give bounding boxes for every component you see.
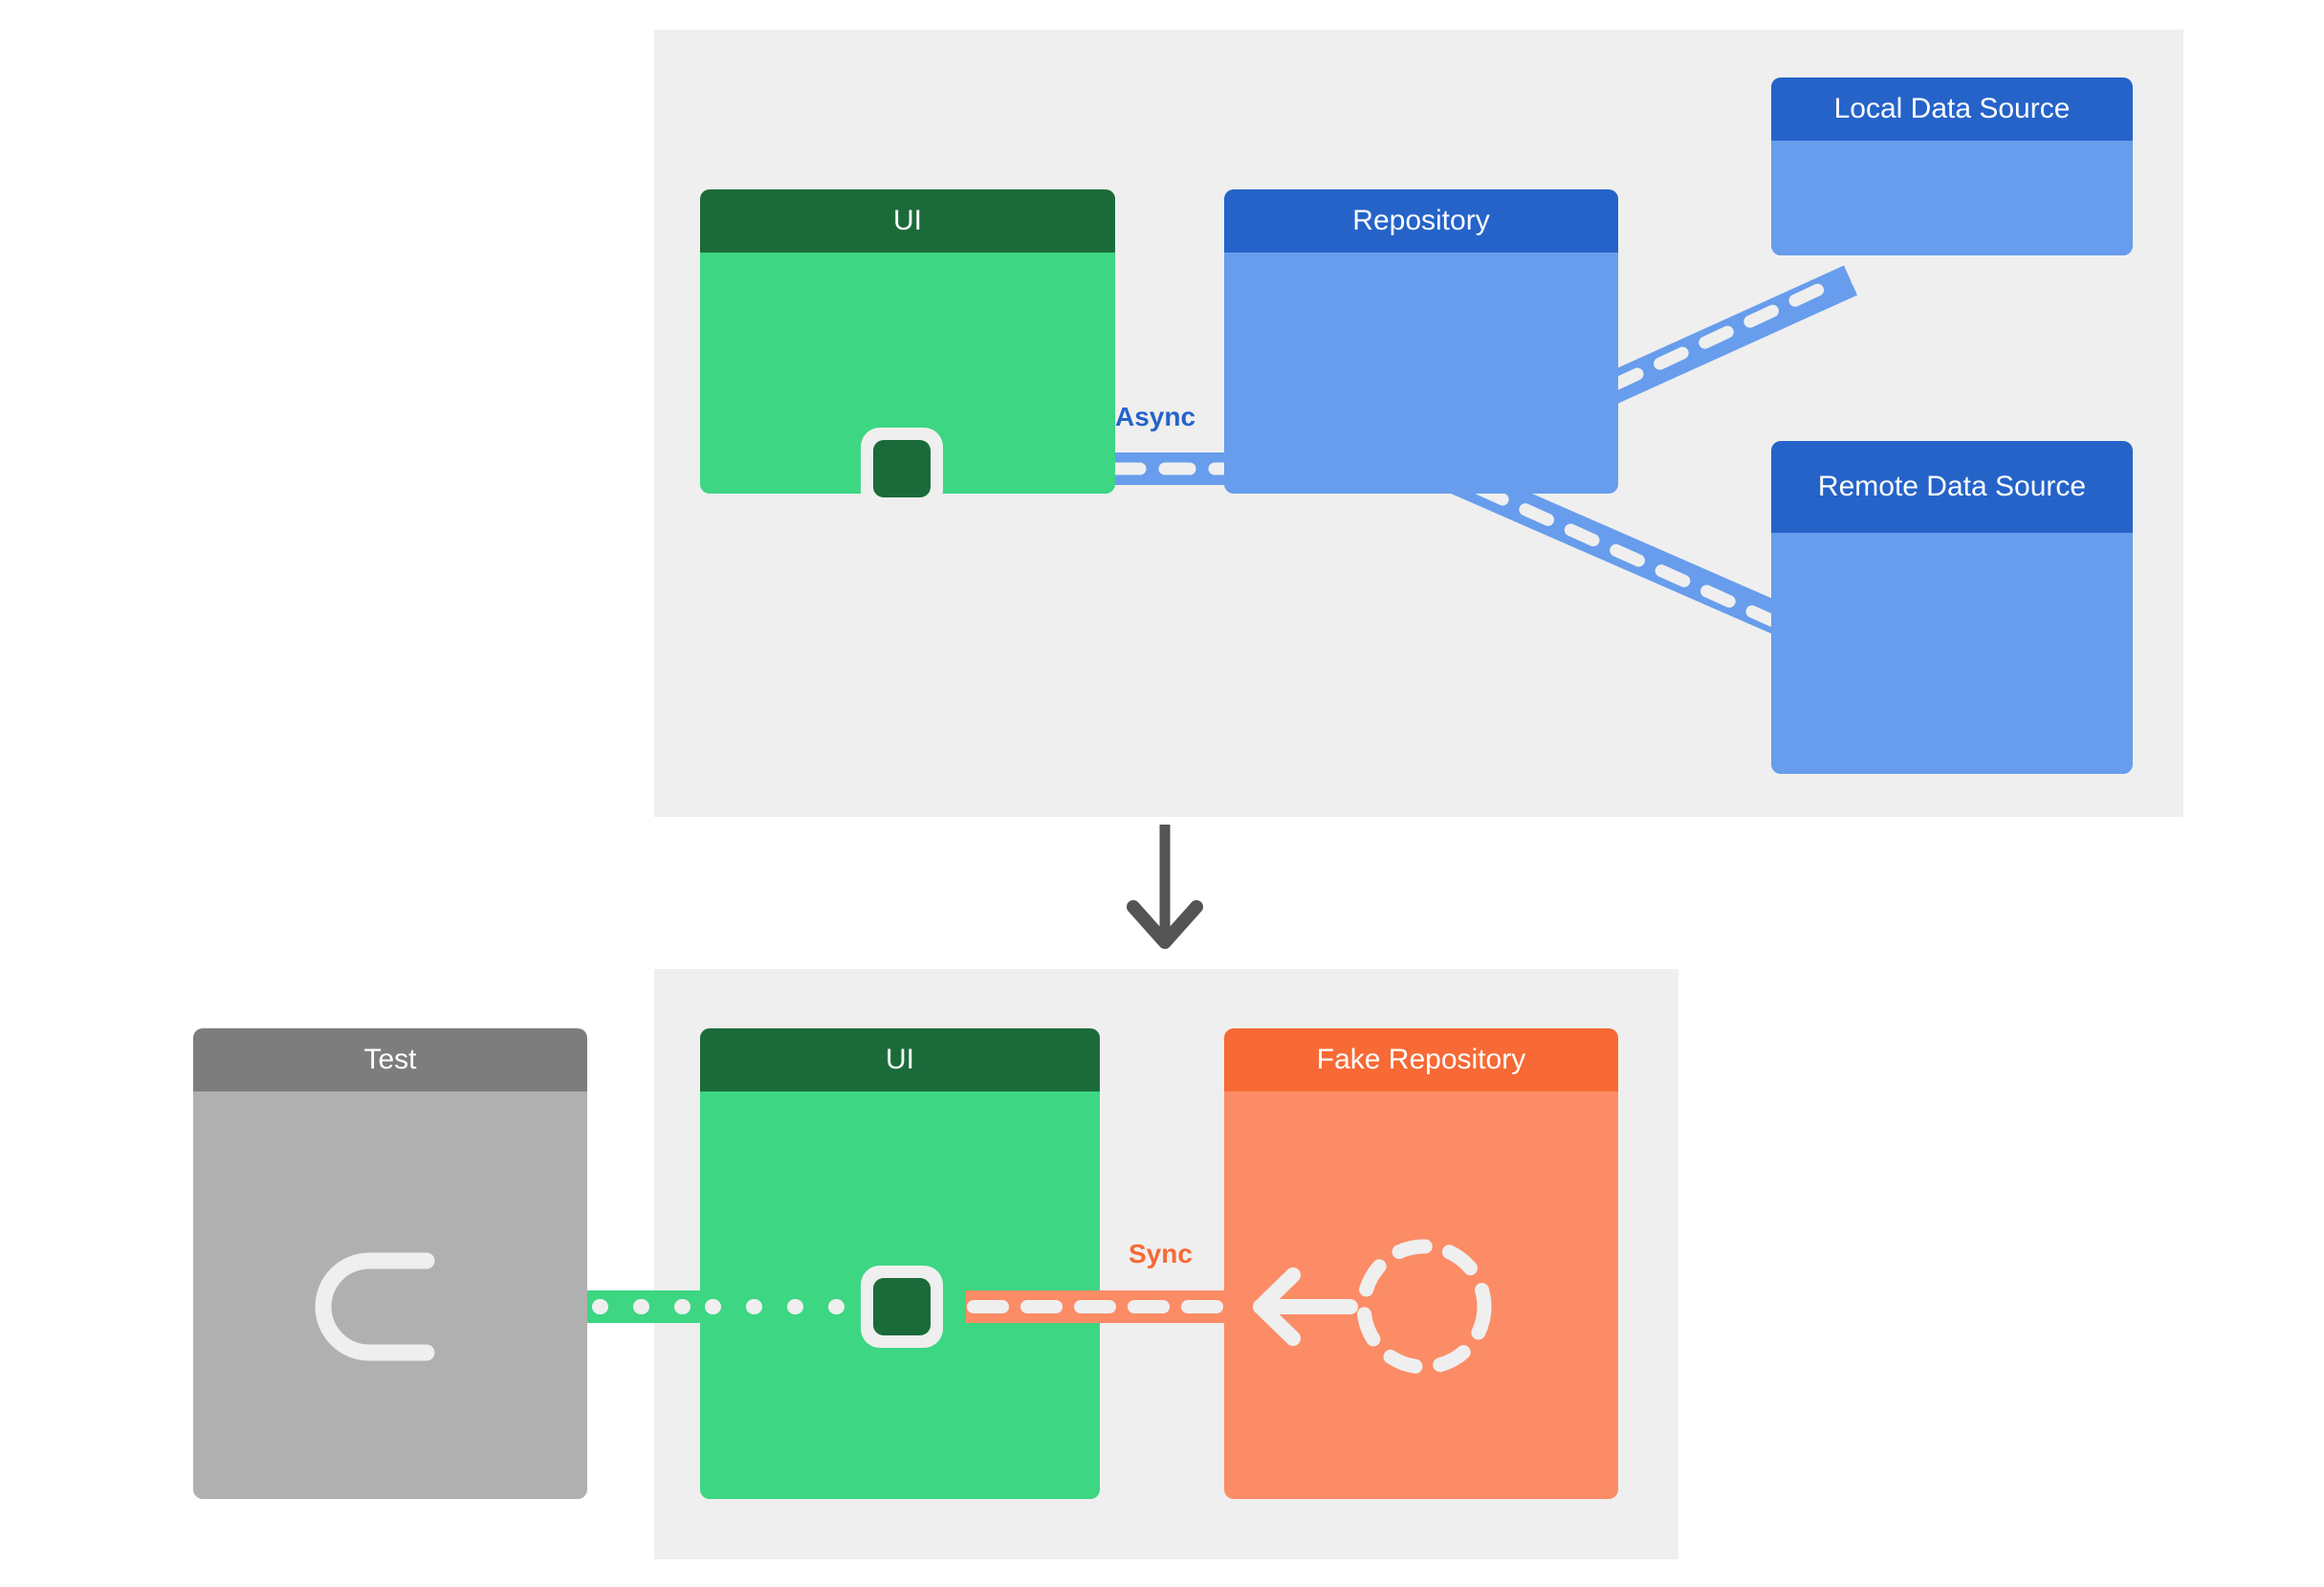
card-ui-production-body bbox=[700, 253, 1115, 494]
card-fake-repository-body bbox=[1224, 1091, 1618, 1499]
card-test-title: Test bbox=[193, 1028, 587, 1091]
card-repository[interactable]: Repository bbox=[1224, 189, 1618, 494]
card-test-body bbox=[193, 1091, 587, 1499]
card-remote-data-source[interactable]: Remote Data Source bbox=[1771, 441, 2133, 774]
card-local-data-source[interactable]: Local Data Source bbox=[1771, 77, 2133, 255]
card-ui-test-title: UI bbox=[700, 1028, 1100, 1091]
card-remote-data-source-body bbox=[1771, 533, 2133, 774]
card-local-data-source-body bbox=[1771, 141, 2133, 255]
card-ui-test[interactable]: UI bbox=[700, 1028, 1100, 1499]
arrow-down-icon bbox=[1127, 825, 1203, 949]
card-fake-repository[interactable]: Fake Repository bbox=[1224, 1028, 1618, 1499]
card-fake-repository-title: Fake Repository bbox=[1224, 1028, 1618, 1091]
card-ui-test-body bbox=[700, 1091, 1100, 1499]
card-repository-body bbox=[1224, 253, 1618, 494]
card-ui-production[interactable]: UI bbox=[700, 189, 1115, 494]
card-ui-production-title: UI bbox=[700, 189, 1115, 253]
card-test[interactable]: Test bbox=[193, 1028, 587, 1499]
card-remote-data-source-title: Remote Data Source bbox=[1771, 441, 2133, 533]
card-local-data-source-title: Local Data Source bbox=[1771, 77, 2133, 141]
edge-label-sync: Sync bbox=[1129, 1239, 1193, 1268]
card-repository-title: Repository bbox=[1224, 189, 1618, 253]
edge-label-async: Async bbox=[1115, 402, 1196, 431]
